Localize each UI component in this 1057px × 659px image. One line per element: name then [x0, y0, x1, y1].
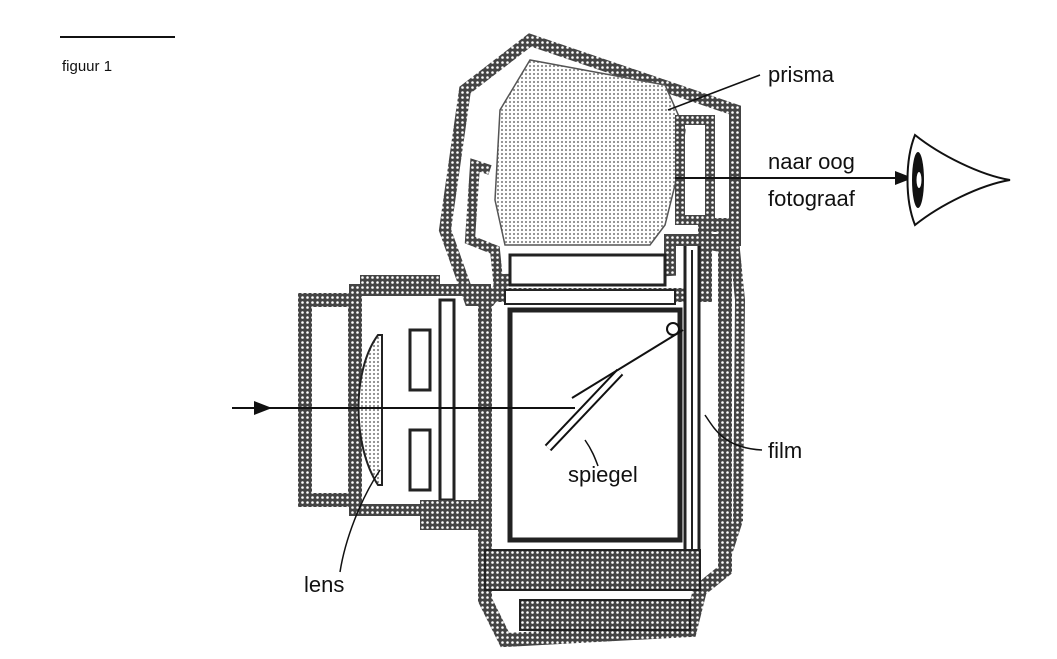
top-rule	[60, 36, 175, 38]
lens-leader	[339, 469, 381, 573]
lens-barrel	[298, 275, 491, 530]
prism-leader	[667, 74, 761, 111]
prism-housing	[438, 33, 741, 306]
label-film: film	[768, 438, 802, 463]
mirror-chamber	[507, 307, 683, 543]
eye-icon	[906, 133, 1011, 227]
outgoing-arrow-icon	[895, 171, 913, 185]
incoming-arrow-icon	[254, 401, 272, 415]
camera-body	[478, 218, 746, 648]
label-lens: lens	[304, 572, 344, 597]
label-to-eye-line1: naar oog	[768, 149, 855, 174]
mirror-leader	[584, 439, 599, 467]
prism-glass	[494, 59, 686, 246]
lens-element	[357, 334, 383, 486]
film-leader	[704, 414, 763, 451]
label-to-eye-line2: fotograaf	[768, 186, 856, 211]
figure-caption: figuur 1	[62, 58, 113, 75]
base-plate	[484, 549, 701, 591]
mirror	[544, 322, 684, 452]
label-prism: prisma	[768, 62, 835, 87]
label-mirror: spiegel	[568, 462, 638, 487]
